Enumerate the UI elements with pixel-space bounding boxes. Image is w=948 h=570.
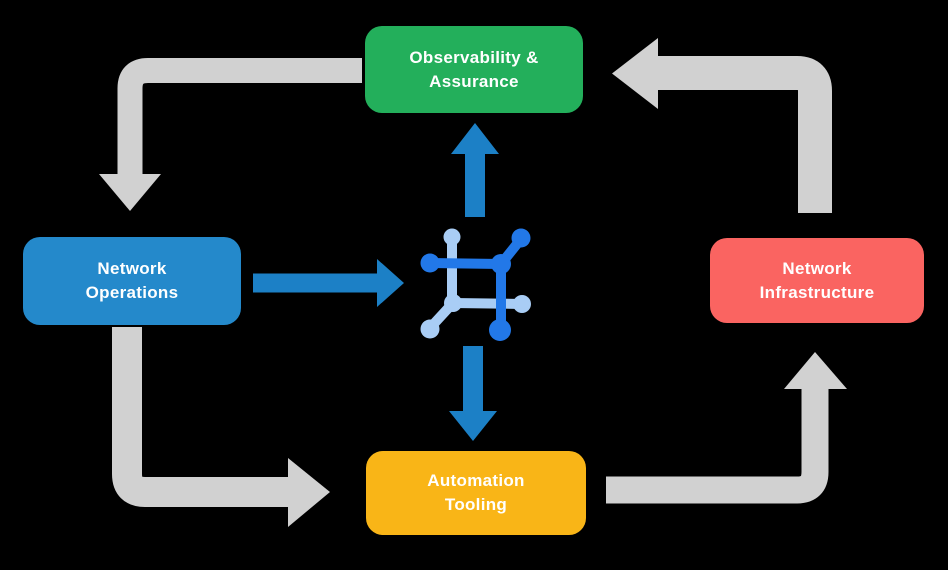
arrow-infrastructure-to-observability: [612, 38, 832, 213]
node-label-line: Operations: [85, 283, 179, 302]
node-label-line: Observability &: [409, 47, 539, 67]
arrow-operations-to-core: [253, 259, 404, 307]
arrow-automation-to-infrastructure: [606, 352, 847, 504]
arrow-shaft: [657, 56, 832, 213]
arrow-shaft: [112, 327, 290, 507]
node-label-line: Automation: [427, 471, 525, 490]
arrow-shaft: [117, 58, 362, 176]
arrow-operations-to-automation: [112, 327, 330, 527]
arrow-head-up-icon: [784, 352, 847, 389]
arrow-head-down-icon: [449, 411, 497, 441]
icon-light-nodes: [420, 228, 531, 339]
node-label-line: Network: [97, 259, 167, 278]
icon-dark-nodes: [420, 228, 531, 341]
arrow-core-to-observability: [451, 123, 499, 217]
arrow-head-up-icon: [451, 123, 499, 154]
node-label-line: Assurance: [429, 71, 519, 91]
network-automation-icon: [420, 228, 531, 341]
arrow-head-down-icon: [99, 174, 161, 211]
node-label-line: Infrastructure: [759, 282, 875, 302]
node-network-infrastructure: Network Infrastructure: [710, 238, 924, 323]
arrow-head-right-icon: [377, 259, 404, 307]
arrow-head-right-icon: [288, 458, 330, 527]
node-label-line: Network: [782, 258, 852, 278]
node-network-operations: Network Operations: [23, 237, 241, 325]
node-automation-tooling: Automation Tooling: [366, 451, 586, 535]
arrow-core-to-automation: [449, 346, 497, 441]
arrow-head-left-icon: [612, 38, 658, 109]
arrow-observability-to-operations: [99, 58, 362, 211]
node-observability-assurance: Observability & Assurance: [365, 26, 583, 113]
arrow-shaft: [606, 389, 829, 504]
node-label-line: Tooling: [444, 495, 508, 514]
